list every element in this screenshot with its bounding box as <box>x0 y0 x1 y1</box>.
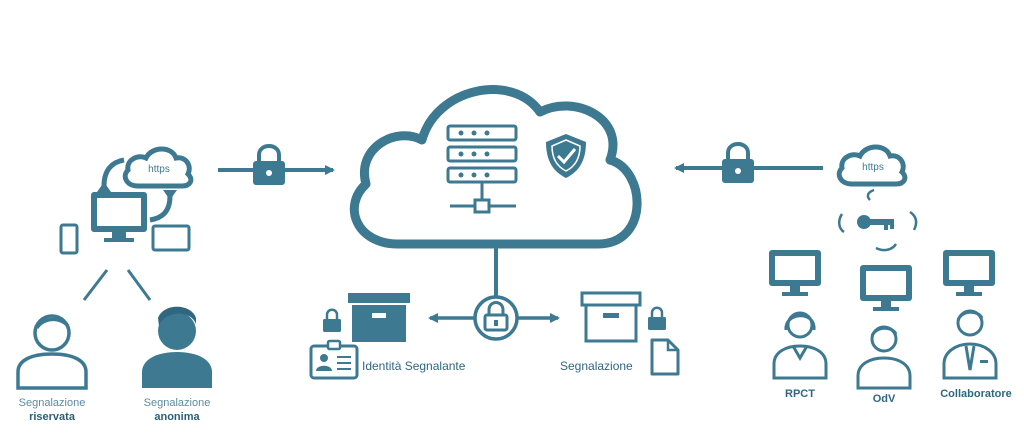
reporter-anonima-label-line2: anonima <box>154 411 200 423</box>
recipient-odv-label: OdV <box>872 393 896 405</box>
desktop-monitor-icon <box>91 192 147 242</box>
left-https-cloud-icon <box>122 146 194 189</box>
report-storage-label: Segnalazione <box>560 359 633 373</box>
branch-line-riservata <box>82 269 109 301</box>
smartphone-icon <box>59 223 79 255</box>
padlock-left-icon <box>253 144 285 185</box>
security-shield-icon <box>546 134 586 178</box>
reporter-anonima-person-icon <box>142 306 212 388</box>
left-https-label: https <box>148 164 170 175</box>
reporter-anonima-label-line1: Segnalazione <box>143 397 211 409</box>
right-https-label: https <box>862 162 884 173</box>
report-archive-box-icon <box>580 291 642 343</box>
access-key-icon <box>857 215 894 230</box>
key-rotation-arrows-icon <box>838 188 918 252</box>
storage-padlock-icon <box>473 295 519 341</box>
identity-archive-box-icon <box>348 293 410 342</box>
document-icon <box>650 338 680 376</box>
reporter-riservata-label-line2: riservata <box>29 411 75 423</box>
identity-padlock-icon <box>323 308 341 332</box>
recipient-rpct-label: RPCT <box>785 388 815 400</box>
padlock-right-icon <box>722 142 754 183</box>
sync-arrow-head-icon <box>97 182 111 192</box>
collaboratore-person-icon <box>942 309 998 380</box>
recipient-monitor-icon <box>769 250 821 296</box>
recipient-monitor-icon <box>943 250 995 296</box>
tablet-icon <box>151 224 191 252</box>
identity-storage-label: Identità Segnalante <box>362 359 466 373</box>
branch-line-anonima <box>126 269 152 301</box>
right-https-cloud-icon <box>836 144 908 187</box>
sync-arrows-icon <box>101 157 173 223</box>
recipient-collaboratore-label: Collaboratore <box>940 388 1012 400</box>
sync-arrow-head-icon <box>163 190 177 200</box>
id-card-icon <box>309 339 359 380</box>
rpct-person-icon <box>772 311 828 380</box>
recipient-monitor-icon <box>860 265 912 311</box>
reporter-riservata-person-icon <box>16 314 88 390</box>
odv-person-icon <box>856 325 912 390</box>
server-stack-icon <box>438 120 540 214</box>
reporter-riservata-label-line1: Segnalazione <box>18 397 86 409</box>
report-padlock-icon <box>648 306 666 330</box>
